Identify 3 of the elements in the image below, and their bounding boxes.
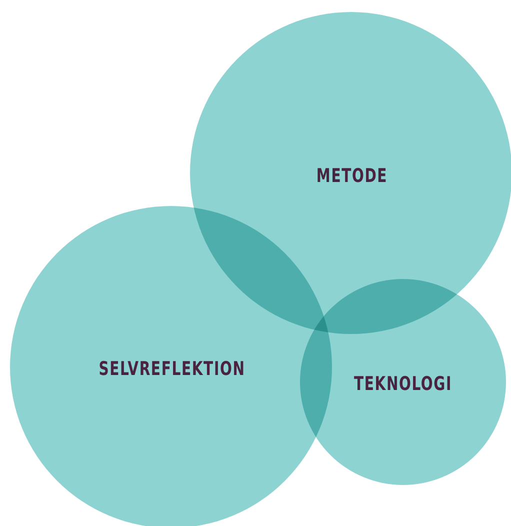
circle-label: TEKNOLOGI: [354, 373, 452, 395]
circle-label: METODE: [316, 165, 388, 187]
circle-label: SELVREFLEKTION: [98, 358, 246, 380]
